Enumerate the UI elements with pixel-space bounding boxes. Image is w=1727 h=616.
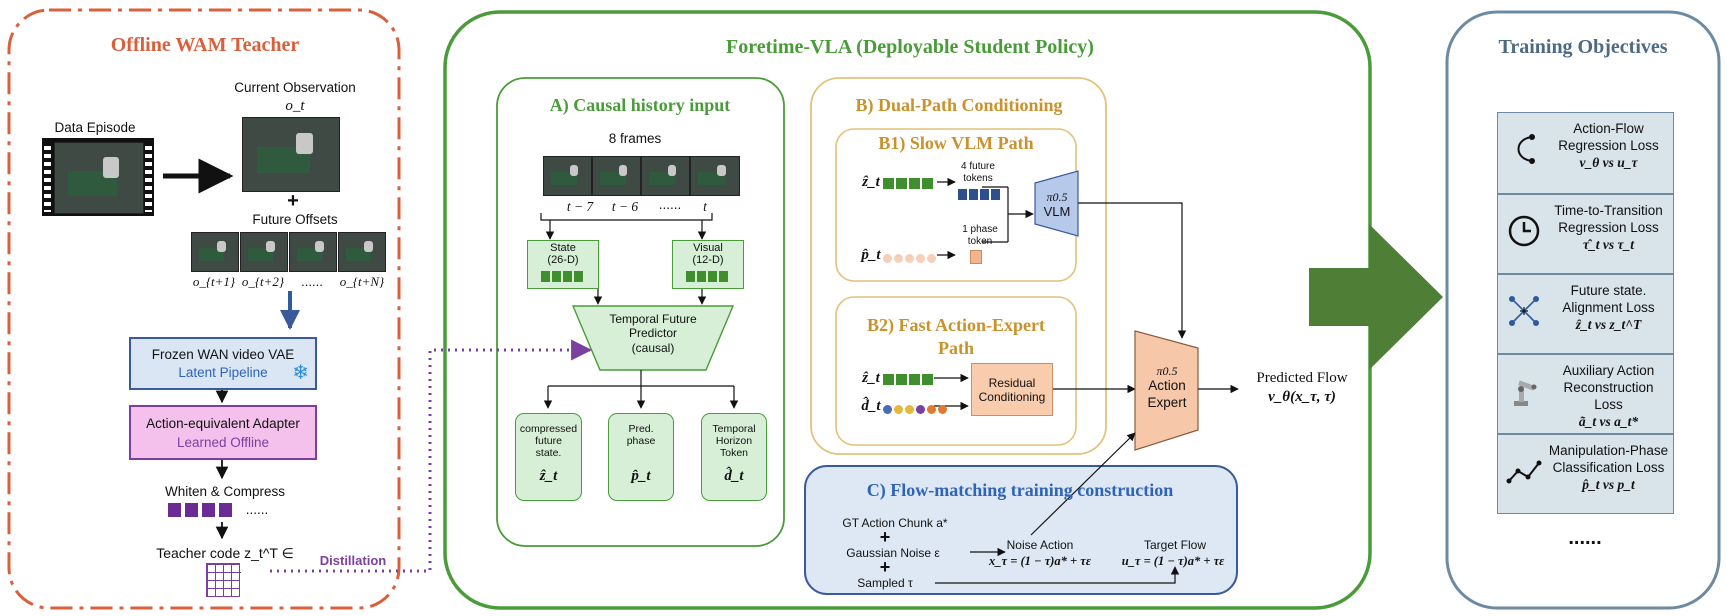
- panel-b-title: B) Dual-Path Conditioning: [855, 95, 1063, 115]
- current-observation-label: Current Observation: [234, 80, 356, 95]
- phase-token-square: [970, 250, 982, 264]
- time-label: t − 6: [611, 199, 639, 214]
- vlm-label: π0.5 VLM: [1043, 190, 1071, 220]
- time-label: t: [703, 199, 707, 214]
- offset-label: o_{t+1}: [192, 274, 236, 289]
- b1-z-tokens: [883, 176, 935, 194]
- vae-title: Frozen WAN video VAE: [151, 347, 295, 362]
- panel-b: [810, 77, 1107, 455]
- b2-z-tokens: [883, 372, 935, 390]
- state-tokens: [541, 269, 585, 287]
- history-frames: [543, 156, 740, 196]
- vlm-shape: [1034, 170, 1079, 237]
- vae-subtitle: Latent Pipeline: [178, 365, 268, 380]
- code-dots: ......: [245, 502, 269, 517]
- teacher-title: Offline WAM Teacher: [110, 34, 300, 56]
- output-pred-phase: Pred. phase p̂_t: [608, 413, 674, 501]
- robot-arm-icon: [1514, 380, 1537, 406]
- noise-action-equation: x_τ = (1 − τ)a* + τε: [989, 554, 1091, 568]
- teacher-panel: [7, 8, 401, 610]
- teacher-code-grid: [206, 563, 240, 597]
- panel-a: [496, 77, 785, 547]
- adapter-title: Action-equivalent Adapter: [146, 415, 300, 431]
- b1-p-tokens: [883, 250, 938, 268]
- clock-icon: [1508, 215, 1540, 247]
- panel-c: [804, 465, 1238, 595]
- b2-d-tokens: [883, 401, 949, 419]
- current-observation-image: [242, 117, 340, 192]
- b2-z-symbol: ẑ_t: [862, 370, 880, 386]
- o-t-label: o_t: [285, 98, 305, 114]
- b2-d-symbol: d̂_t: [861, 398, 881, 414]
- objectives-panel: [1445, 10, 1721, 610]
- noise-action-label: Noise Action: [1006, 538, 1074, 552]
- future-frames: [191, 232, 386, 272]
- output-temporal-horizon: Temporal Horizon Token d̂_t: [701, 413, 767, 501]
- predictor-label: Temporal Future Predictor (causal): [609, 312, 697, 355]
- residual-conditioning-box: Residual Conditioning: [971, 363, 1053, 416]
- b1-z-symbol: ẑ_t: [862, 174, 880, 190]
- future-offsets-label: Future Offsets: [252, 212, 338, 227]
- output-compressed-state: compressed future state. ẑ_t: [515, 413, 582, 501]
- adapter-subtitle: Learned Offline: [176, 434, 270, 450]
- gt-action-label: GT Action Chunk a*: [842, 516, 948, 530]
- vae-box: Frozen WAN video VAE Latent Pipeline ❄: [129, 337, 317, 390]
- predicted-flow-symbol: v_θ(x_τ, τ): [1268, 389, 1336, 405]
- film-strip: [42, 138, 154, 216]
- big-arrow: [1309, 224, 1443, 370]
- frames-label: 8 frames: [608, 131, 662, 146]
- temporal-predictor-shape: [571, 305, 735, 371]
- b1-p-symbol: p̂_t: [861, 247, 881, 263]
- state-dim: (26-D): [547, 254, 579, 266]
- offset-label: ......: [301, 274, 323, 289]
- panel-b2-title: B2) Fast Action-Expert Path: [867, 315, 1045, 359]
- student-title: Foretime-VLA (Deployable Student Policy): [726, 36, 1094, 58]
- action-expert-label: π0.5 Action Expert: [1147, 364, 1187, 410]
- panel-c-title: C) Flow-matching training construction: [866, 480, 1174, 500]
- objectives-title: Training Objectives: [1498, 36, 1668, 58]
- visual-dim: (12-D): [692, 254, 724, 266]
- visual-box: Visual (12-D): [672, 240, 744, 289]
- future-token-squares: [958, 187, 1002, 205]
- distillation-label: Distillation: [319, 553, 387, 568]
- state-box: State (26-D): [527, 240, 599, 289]
- visual-tokens: [686, 269, 730, 287]
- action-expert-shape: [1134, 330, 1199, 451]
- plus-sign: +: [879, 557, 891, 577]
- phase-graph-icon: [1506, 460, 1542, 484]
- gaussian-noise-label: Gaussian Noise ε: [846, 546, 940, 560]
- adapter-box: Action-equivalent Adapter Learned Offlin…: [129, 405, 317, 460]
- time-label: t − 7: [566, 199, 594, 214]
- curve-flow-icon: [1517, 134, 1535, 164]
- alignment-cross-icon: [1509, 296, 1539, 326]
- data-episode-label: Data Episode: [54, 120, 136, 135]
- target-flow-equation: u_τ = (1 − τ)a* + τε: [1121, 554, 1225, 568]
- sampled-tau-label: Sampled τ: [857, 576, 913, 590]
- objectives-more-dots: ......: [1568, 527, 1602, 549]
- offset-label: o_{t+N}: [339, 274, 385, 289]
- target-flow-label: Target Flow: [1143, 538, 1207, 552]
- time-label: ......: [658, 197, 682, 212]
- future-tokens-label: 4 future tokens: [961, 161, 995, 184]
- panel-b1-title: B1) Slow VLM Path: [878, 133, 1034, 153]
- phase-token-label: 1 phase token: [962, 224, 998, 247]
- compressed-code-blocks: [168, 503, 236, 522]
- panel-a-title: A) Causal history input: [549, 95, 731, 115]
- plus-sign: +: [879, 527, 891, 547]
- offset-label: o_{t+2}: [241, 274, 285, 289]
- visual-title: Visual: [693, 242, 723, 254]
- plus-sign: +: [287, 190, 299, 212]
- panel-b2: [835, 296, 1077, 446]
- state-title: State: [550, 242, 576, 254]
- whiten-compress-label: Whiten & Compress: [164, 484, 286, 499]
- snowflake-icon: ❄: [292, 362, 309, 384]
- predicted-flow-label: Predicted Flow: [1256, 370, 1348, 386]
